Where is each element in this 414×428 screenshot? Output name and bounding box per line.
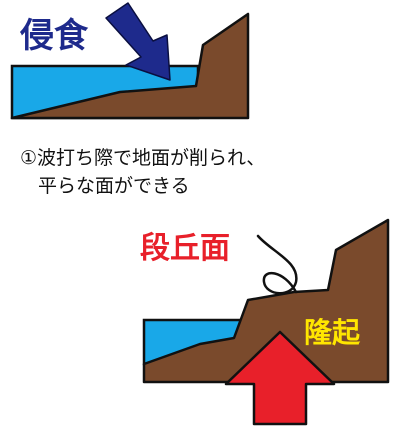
panel-erosion: 侵食 bbox=[10, 2, 250, 120]
caption-line-1: ①波打ち際で地面が削られ、 bbox=[20, 147, 265, 169]
erosion-arrow bbox=[105, 2, 171, 81]
cliff-land-top bbox=[10, 12, 250, 120]
terrace-label: 段丘面 bbox=[140, 231, 230, 266]
uplift-arrow bbox=[224, 330, 336, 426]
erosion-label: 侵食 bbox=[19, 16, 89, 56]
panel-uplift: 段丘面 隆起 bbox=[140, 218, 390, 426]
terrace-pointer-curve bbox=[256, 234, 298, 295]
uplift-label: 隆起 bbox=[304, 316, 361, 349]
caption-line-2: 平らな面ができる bbox=[38, 175, 190, 197]
